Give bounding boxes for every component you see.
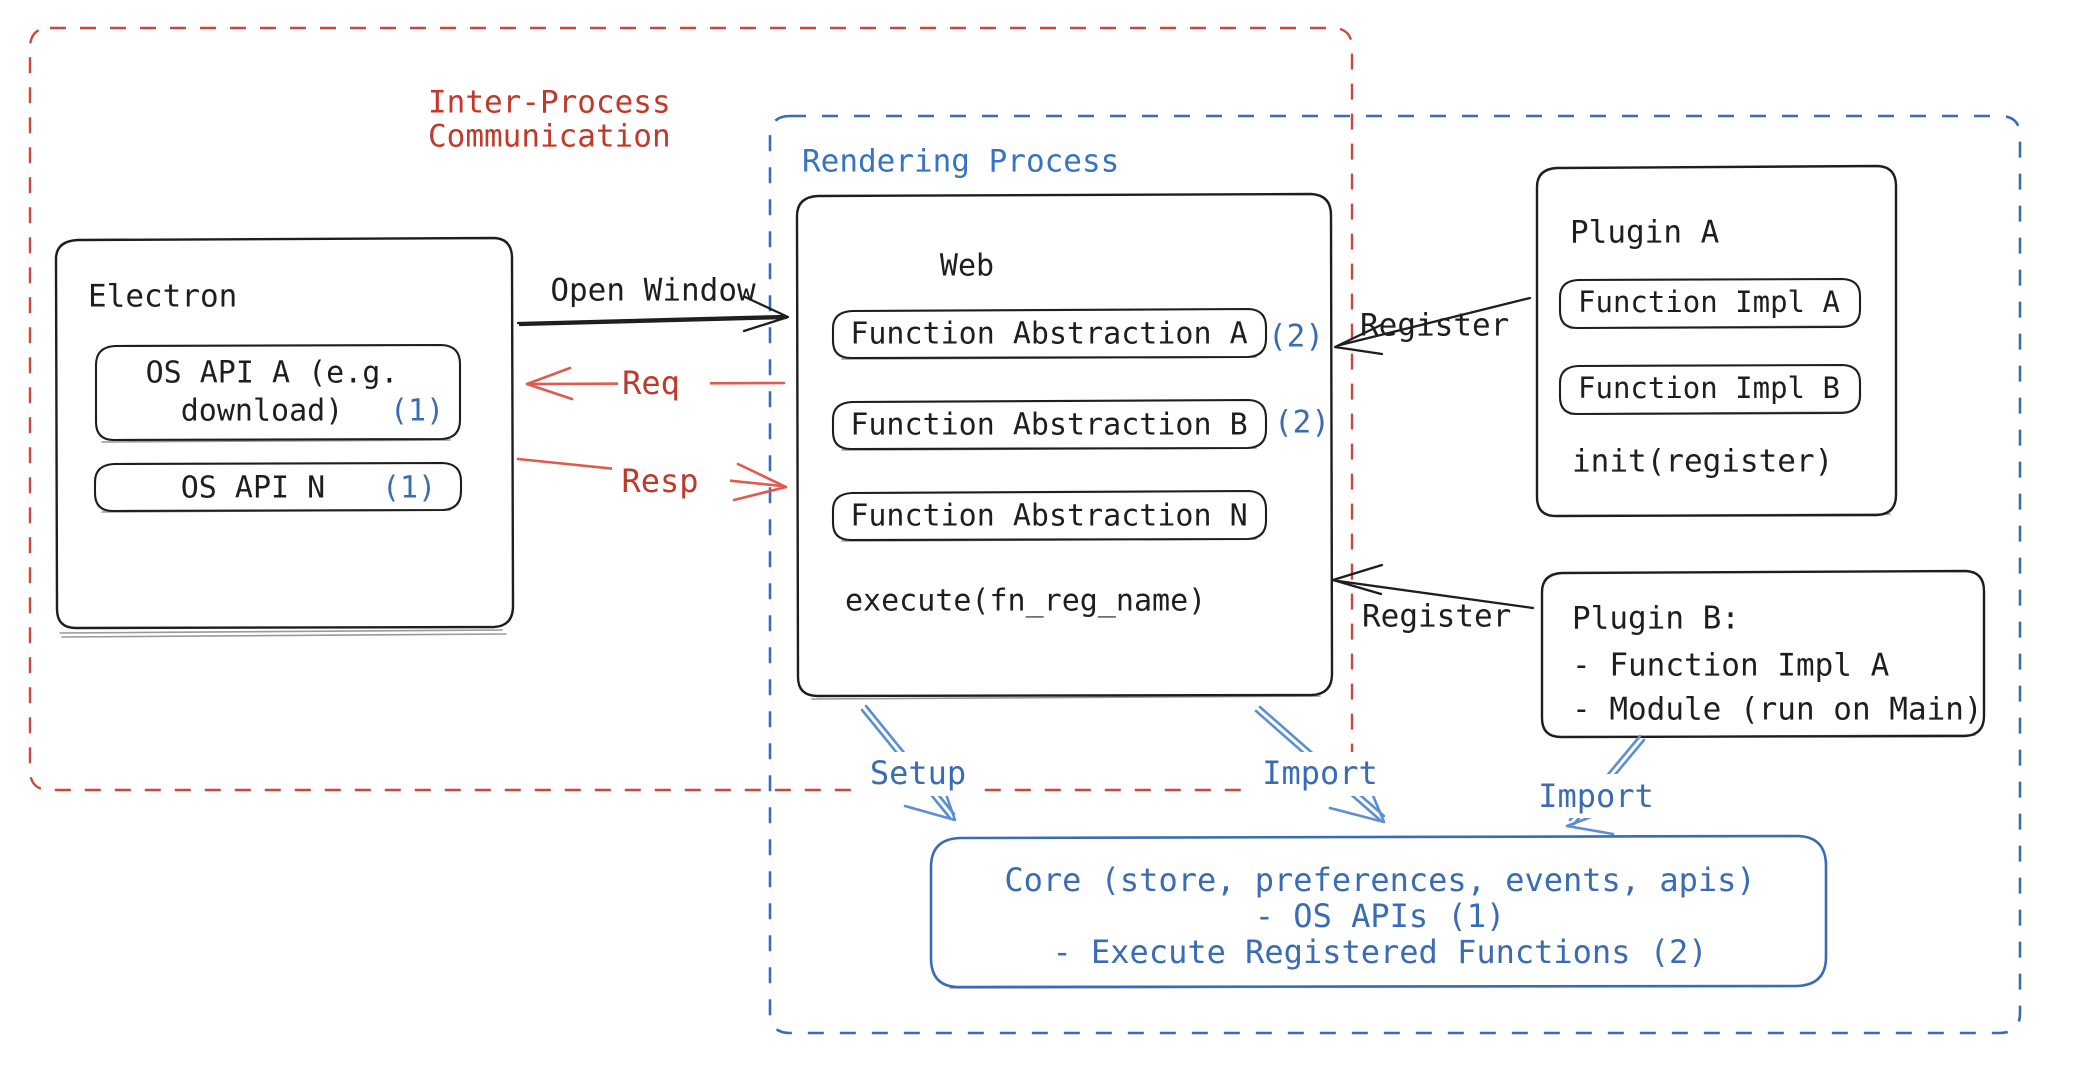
os-api-a-label-line2: download): [181, 394, 344, 429]
edge-req-label: Req: [622, 364, 680, 402]
edge-register-plugin-b: Register: [1331, 563, 1535, 635]
function-abstraction-a-label: Function Abstraction A: [850, 317, 1247, 352]
function-abstraction-a-outline: [831, 307, 1268, 360]
rendering-process-boundary: [768, 114, 2022, 1035]
os-api-n-badge: (1): [382, 471, 436, 506]
os-api-n-box[interactable]: OS API N (1): [93, 461, 463, 513]
web-outline: [795, 192, 1334, 698]
function-abstraction-b-outline: [831, 398, 1268, 451]
core-outline: [929, 834, 1828, 989]
os-api-n-label: OS API N: [181, 471, 326, 506]
edge-import-web: Import: [1254, 705, 1390, 824]
edge-open-window-label: Open Window: [550, 273, 756, 309]
edge-register-b-label: Register: [1362, 599, 1511, 635]
edge-setup-label: Setup: [870, 754, 966, 792]
electron-box: Electron OS API A (e.g. download) (1) OS…: [54, 236, 515, 638]
function-abstraction-a-box[interactable]: Function Abstraction A: [831, 307, 1268, 360]
os-api-a-box[interactable]: OS API A (e.g. download) (1): [94, 343, 462, 443]
plugin-b-outline: [1540, 569, 1986, 739]
function-abstraction-n-box[interactable]: Function Abstraction N: [831, 489, 1268, 542]
edge-import-plugin-b: Import: [1522, 734, 1668, 836]
ipc-label-line1: Inter-Process: [428, 85, 671, 121]
core-line2: - OS APIs (1): [1255, 897, 1505, 935]
function-impl-b-outline: [1558, 363, 1862, 416]
function-impl-a-label: Function Impl A: [1578, 285, 1840, 319]
function-impl-b-label: Function Impl B: [1578, 371, 1840, 405]
function-abstraction-a-badge: (2): [1268, 319, 1324, 355]
function-abstraction-b-label: Function Abstraction B: [850, 408, 1247, 443]
edge-open-window: Open Window: [516, 273, 790, 333]
plugin-b-item-1: - Module (run on Main): [1572, 692, 1983, 728]
core-line3: - Execute Registered Functions (2): [1052, 933, 1707, 971]
edge-import-plugin-b-label: Import: [1538, 777, 1654, 815]
os-api-n-outline: [93, 461, 463, 513]
plugin-b-item-0: - Function Impl A: [1572, 648, 1890, 684]
plugin-a-outline: [1535, 164, 1898, 518]
group-rendering-process: Rendering Process: [768, 114, 2022, 1035]
edge-import-web-label-bg: [1254, 752, 1390, 796]
function-impl-a-box[interactable]: Function Impl A: [1558, 277, 1862, 330]
edge-req: Req: [525, 364, 786, 404]
rendering-process-label: Rendering Process: [802, 144, 1119, 180]
plugin-a-init-label: init(register): [1572, 444, 1833, 480]
edge-register-a-label: Register: [1360, 308, 1509, 344]
function-abstraction-b-box[interactable]: Function Abstraction B: [831, 398, 1268, 451]
web-title: Web: [940, 249, 994, 284]
edge-import-web-label: Import: [1262, 754, 1378, 792]
function-impl-b-box[interactable]: Function Impl B: [1558, 363, 1862, 416]
electron-title: Electron: [88, 279, 237, 315]
edge-req-label-bg: [618, 364, 710, 404]
edge-resp: Resp: [516, 457, 788, 503]
edge-register-plugin-a: Register: [1333, 296, 1532, 356]
plugin-a-title: Plugin A: [1570, 215, 1720, 251]
core-box: Core (store, preferences, events, apis) …: [929, 834, 1828, 989]
electron-outline: [54, 236, 515, 630]
os-api-a-label-line1: OS API A (e.g.: [146, 356, 399, 391]
edge-resp-label-bg: [612, 461, 730, 503]
plugin-b-title: Plugin B:: [1572, 601, 1740, 637]
ipc-label-line2: Communication: [428, 119, 671, 155]
edge-import-plugin-b-label-bg: [1522, 774, 1668, 818]
edge-resp-label: Resp: [621, 462, 698, 500]
os-api-a-outline: [94, 343, 462, 442]
os-api-a-badge: (1): [390, 394, 444, 429]
function-abstraction-n-outline: [831, 489, 1268, 542]
function-abstraction-n-label: Function Abstraction N: [850, 499, 1247, 534]
web-execute-label: execute(fn_reg_name): [845, 584, 1206, 619]
ipc-boundary: [28, 26, 1354, 792]
edge-setup: Setup: [856, 704, 980, 822]
edge-setup-label-bg: [856, 752, 980, 796]
group-inter-process-communication: Inter-Process Communication: [28, 26, 1354, 792]
core-line1: Core (store, preferences, events, apis): [1004, 861, 1755, 899]
function-abstraction-b-badge: (2): [1274, 405, 1330, 441]
plugin-a-box: Plugin A Function Impl A Function Impl B…: [1535, 164, 1898, 518]
plugin-b-box: Plugin B: - Function Impl A - Module (ru…: [1540, 569, 1986, 739]
function-impl-a-outline: [1558, 277, 1862, 330]
web-box: Web Function Abstraction A (2) Function …: [795, 192, 1334, 700]
